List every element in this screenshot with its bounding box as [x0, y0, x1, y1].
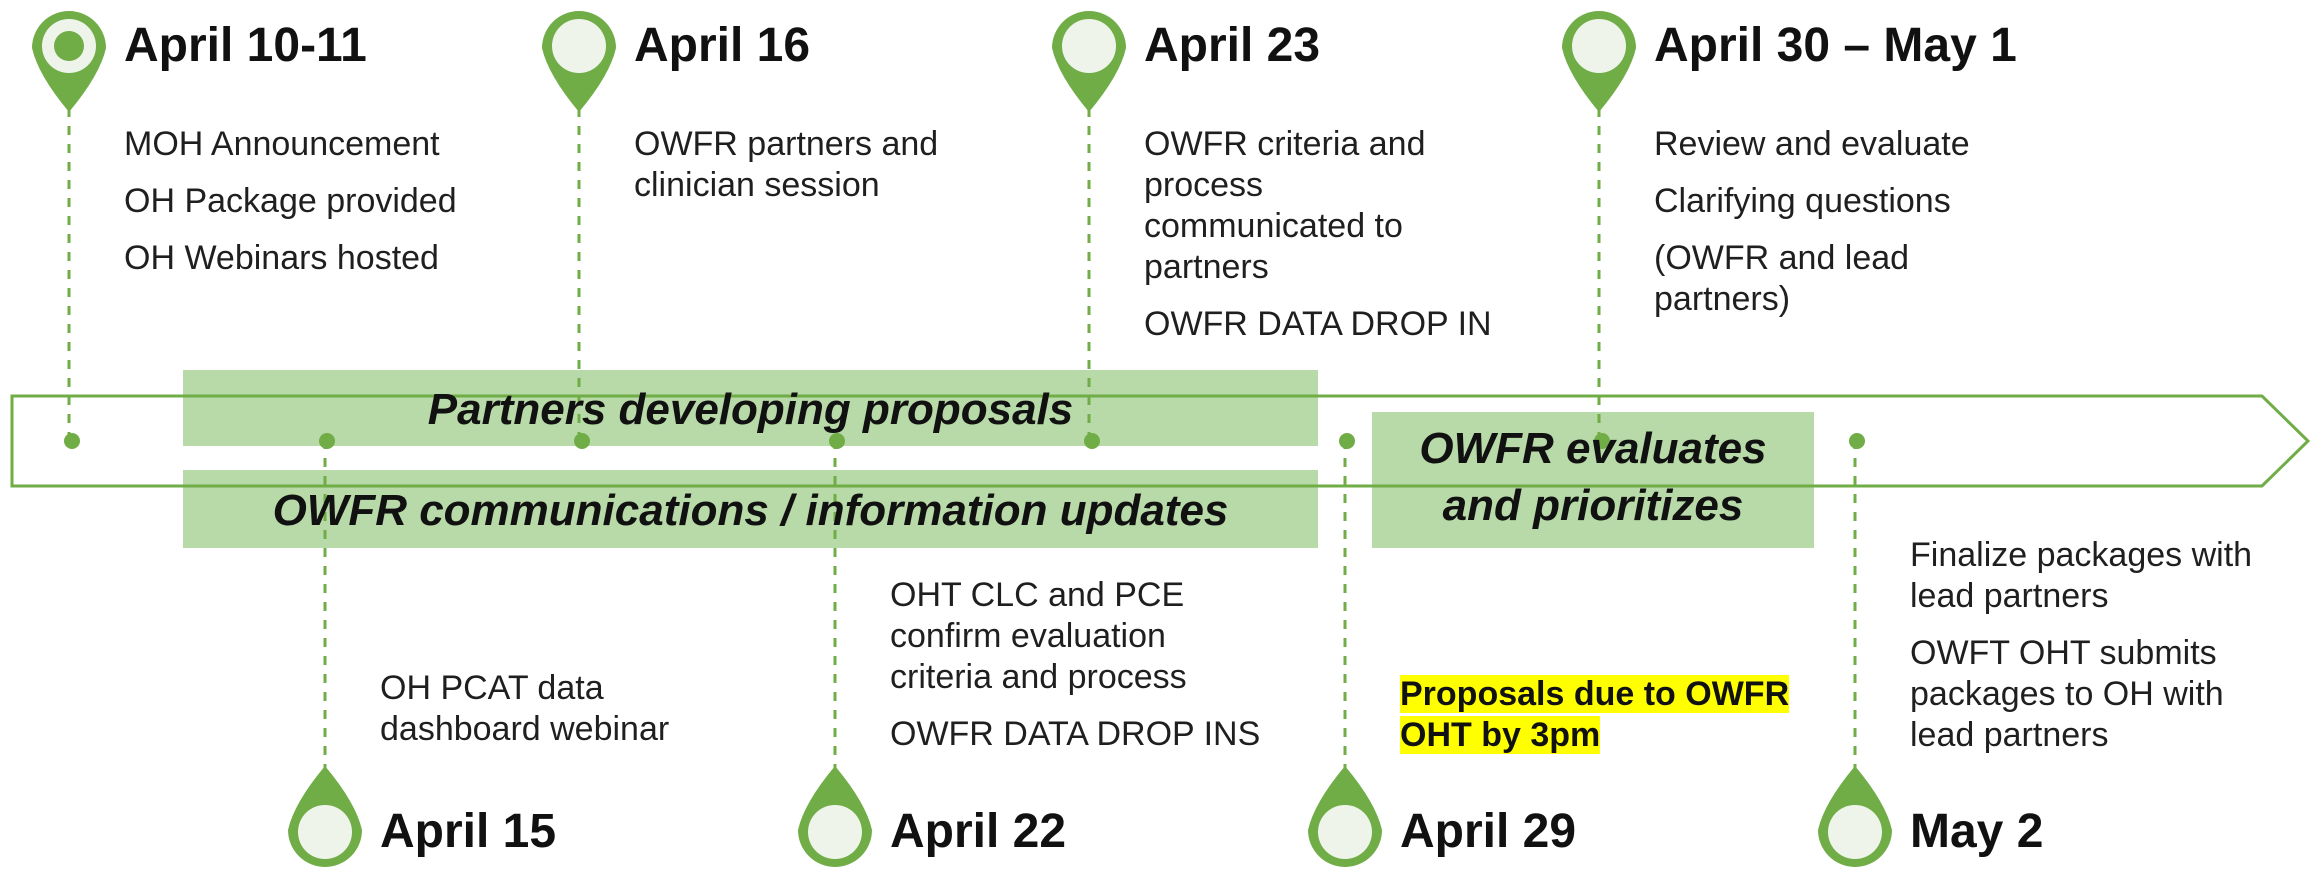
milestone-date: April 30 – May 1 — [1654, 19, 2017, 72]
timeline-dot — [1084, 433, 1100, 449]
timeline-dot — [1849, 433, 1865, 449]
band-evaluates — [1372, 412, 1814, 548]
band-communications — [183, 470, 1318, 548]
milestone-note: MOH Announcement — [124, 125, 440, 163]
map-pin-icon — [798, 766, 872, 867]
timeline-dot — [319, 433, 335, 449]
band-partners — [183, 370, 1318, 446]
milestone-note: OWFT OHT submits packages to OH with lea… — [1910, 634, 2224, 754]
milestone-note: Clarifying questions — [1654, 182, 1951, 220]
band-communications-label: OWFR communications / information update… — [272, 486, 1229, 535]
timeline-dot — [829, 433, 845, 449]
deadline-highlight: Proposals due to OWFR OHT by 3pm — [1400, 674, 1820, 756]
milestone-note: Finalize packages with lead partners — [1910, 536, 2253, 615]
band-evaluates-label: OWFR evaluates and prioritizes — [1419, 424, 1767, 531]
milestone-notes: Review and evaluate Clarifying questions… — [1654, 124, 2014, 336]
milestone-notes: Finalize packages with lead partners OWF… — [1910, 535, 2300, 772]
milestone-date: April 29 — [1400, 805, 1577, 858]
map-pin-icon — [1562, 11, 1636, 112]
milestone-notes: OHT CLC and PCE confirm evaluation crite… — [890, 575, 1270, 771]
milestone-note: OWFR DATA DROP INS — [890, 715, 1261, 753]
map-pin-icon — [288, 766, 362, 867]
map-pin-icon — [1818, 766, 1892, 867]
milestone-date: April 15 — [380, 805, 557, 858]
milestone-note: OWFR partners and clinician session — [634, 125, 939, 204]
map-pin-icon — [1308, 766, 1382, 867]
milestone-notes: OH PCAT data dashboard webinar — [380, 668, 740, 766]
timeline-dot — [1339, 433, 1355, 449]
milestone-notes: OWFR criteria and process communicated t… — [1144, 124, 1494, 361]
milestone-note: Review and evaluate — [1654, 125, 1970, 163]
band-partners-label: Partners developing proposals — [427, 385, 1074, 434]
milestone-note: (OWFR and lead partners) — [1654, 239, 1910, 318]
timeline-dot — [574, 433, 590, 449]
milestone-date: April 23 — [1144, 19, 1321, 72]
milestone-note: OWFR DATA DROP IN — [1144, 305, 1492, 343]
milestone-date: May 2 — [1910, 805, 2044, 858]
timeline-dot — [1594, 433, 1610, 449]
timeline-dot — [64, 433, 80, 449]
milestone-notes: OWFR partners and clinician session — [634, 124, 964, 222]
milestone-note: OH Webinars hosted — [124, 239, 439, 277]
map-pin-icon — [32, 11, 106, 112]
map-pin-icon — [542, 11, 616, 112]
map-pin-icon — [1052, 11, 1126, 112]
milestone-note: OH PCAT data dashboard webinar — [380, 669, 670, 748]
milestone-notes: MOH Announcement OH Package provided OH … — [124, 124, 564, 295]
milestone-note: OWFR criteria and process communicated t… — [1144, 125, 1426, 286]
milestone-note: OHT CLC and PCE confirm evaluation crite… — [890, 576, 1187, 696]
milestone-date: April 10-11 — [124, 19, 367, 72]
deadline-text: Proposals due to OWFR OHT by 3pm — [1400, 675, 1790, 754]
timeline-arrow — [10, 394, 2311, 488]
milestone-note: OH Package provided — [124, 182, 457, 220]
milestone-date: April 22 — [890, 805, 1067, 858]
milestone-date: April 16 — [634, 19, 811, 72]
